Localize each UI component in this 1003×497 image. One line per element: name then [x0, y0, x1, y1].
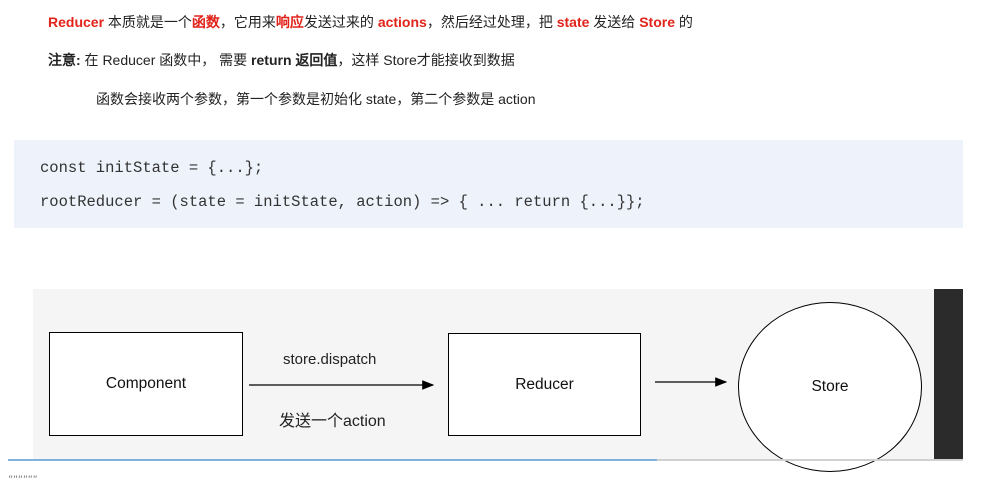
text-fragment: ，这样 Store才能接收到数据	[337, 52, 515, 68]
text-fragment: 在 Reducer 函数中， 需要	[80, 52, 252, 68]
text-fragment: 的	[674, 14, 693, 30]
term-function: 函数	[191, 14, 220, 30]
reducer-label: Reducer	[515, 375, 574, 393]
note-label: 注意:	[48, 52, 81, 68]
component-label: Component	[105, 375, 187, 392]
code-block: const initState = {...}; rootReducer = (…	[14, 140, 963, 228]
diagram-arrows	[249, 377, 728, 390]
video-edge	[934, 289, 963, 459]
flow-diagram: Component store.dispatch 发送一个action Redu…	[33, 289, 934, 472]
text-fragment: 本质就是一个	[104, 14, 192, 30]
component-box: Component	[49, 332, 243, 436]
progress-fill	[8, 459, 658, 461]
store-label: Store	[811, 378, 849, 395]
code-line-1: const initState = {...};	[40, 159, 264, 177]
send-action-label: 发送一个action	[279, 413, 386, 430]
text-fragment: ，它用来	[219, 14, 276, 30]
term-reducer: Reducer	[48, 14, 105, 30]
reducer-box: Reducer	[448, 333, 641, 436]
code-line-2: rootReducer = (state = initState, action…	[40, 193, 645, 211]
footer-quotes: """"""	[8, 474, 38, 486]
term-respond: 响应	[275, 14, 304, 30]
term-return: return 返回值	[251, 52, 338, 68]
term-actions: actions	[377, 14, 427, 30]
dispatch-label: store.dispatch	[283, 351, 377, 368]
progress-bar[interactable]	[8, 459, 963, 461]
intro-line-1: Reducer 本质就是一个函数，它用来响应发送过来的 actions，然后经过…	[48, 12, 693, 32]
note-line: 注意: 在 Reducer 函数中， 需要 return 返回值，这样 Stor…	[48, 50, 515, 70]
term-store: Store	[639, 14, 675, 30]
text-fragment: 发送过来的	[303, 14, 378, 30]
term-state: state	[556, 14, 590, 30]
text-fragment: ，然后经过处理，把	[426, 14, 557, 30]
params-line: 函数会接收两个参数，第一个参数是初始化 state，第二个参数是 action	[96, 91, 536, 107]
text-fragment: 发送给	[589, 14, 640, 30]
store-circle: Store	[738, 302, 922, 472]
